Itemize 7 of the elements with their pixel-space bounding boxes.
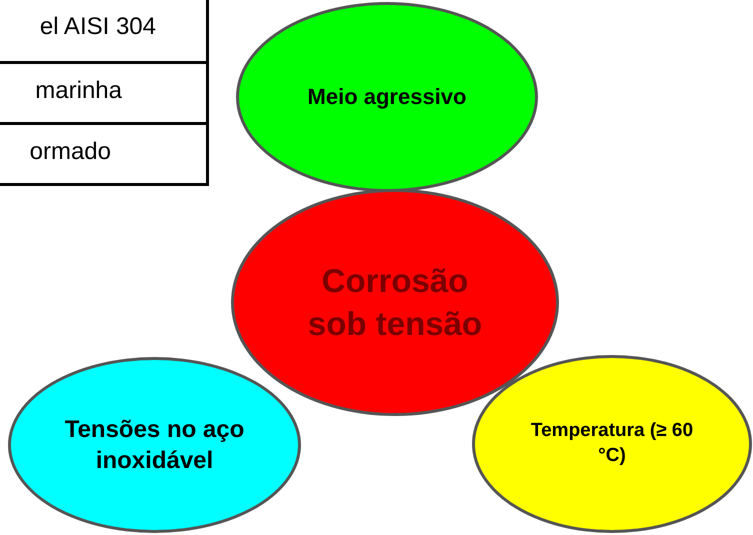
table-cell-text: el AISI 304 bbox=[40, 13, 156, 41]
node-label: Corrosão sob tensão bbox=[306, 260, 484, 344]
table-cell-text: ormado bbox=[30, 138, 111, 166]
node-label: Meio agressivo bbox=[306, 82, 468, 111]
node-label: Tensões no aço inoxidável bbox=[64, 414, 244, 476]
table-cell-text: marinha bbox=[35, 77, 122, 105]
node-label: Temperatura (≥ 60 °C) bbox=[530, 419, 694, 468]
